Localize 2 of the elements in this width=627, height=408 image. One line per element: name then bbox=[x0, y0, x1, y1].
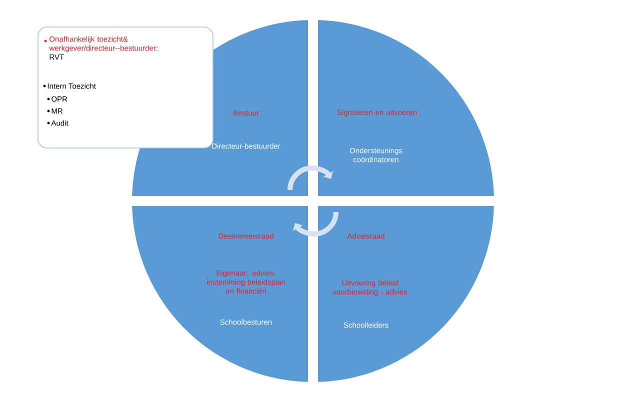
curved-arrow bbox=[288, 166, 333, 190]
curved-arrow bbox=[293, 212, 338, 236]
